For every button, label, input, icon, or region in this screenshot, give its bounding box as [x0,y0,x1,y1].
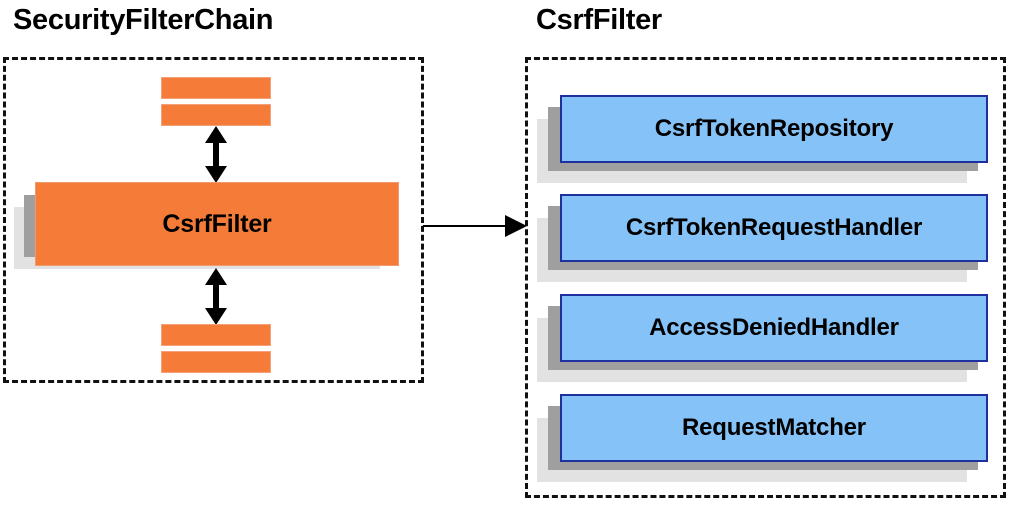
arrow-up-down-top [204,126,228,183]
arrowhead-down-icon [205,166,227,183]
collaborator-label: CsrfTokenRepository [654,115,894,142]
collaborator-box-request-matcher[interactable]: RequestMatcher [537,394,1010,484]
connector-arrow-shaft [423,225,507,227]
box-face: CsrfTokenRequestHandler [560,194,988,262]
collaborator-label: CsrfTokenRequestHandler [625,214,923,241]
filter-bar-top-2 [161,104,271,126]
box-face: CsrfTokenRepository [560,95,988,163]
arrowhead-down-icon [205,308,227,325]
collaborator-label: RequestMatcher [682,414,866,441]
box-face: CsrfFilter [35,182,399,266]
arrowhead-right-icon [505,215,527,237]
csrf-filter-box-label: CsrfFilter [162,209,272,238]
arrow-up-down-bottom [204,268,228,325]
connector-arrow-to-csrf-filter [423,215,527,237]
page-title-security-filter-chain: SecurityFilterChain [13,4,274,36]
filter-bar-bottom-1 [161,324,271,346]
arrow-shaft [213,282,219,311]
filter-bar-top-1 [161,77,271,99]
page-title-csrf-filter: CsrfFilter [536,4,662,36]
box-face: RequestMatcher [560,394,988,462]
csrf-filter-region [525,57,1006,498]
arrow-shaft [213,140,219,169]
csrf-filter-box[interactable]: CsrfFilter [14,182,400,286]
arrowhead-up-icon [205,126,227,143]
security-filter-chain-region [3,57,424,383]
box-face: AccessDeniedHandler [560,294,988,362]
collaborator-box-access-denied-handler[interactable]: AccessDeniedHandler [537,294,1010,384]
collaborator-box-csrf-token-request-handler[interactable]: CsrfTokenRequestHandler [537,194,1010,284]
filter-bar-bottom-2 [161,351,271,373]
collaborator-label: AccessDeniedHandler [649,314,899,341]
collaborator-box-csrf-token-repository[interactable]: CsrfTokenRepository [537,95,1010,185]
arrowhead-up-icon [205,268,227,285]
